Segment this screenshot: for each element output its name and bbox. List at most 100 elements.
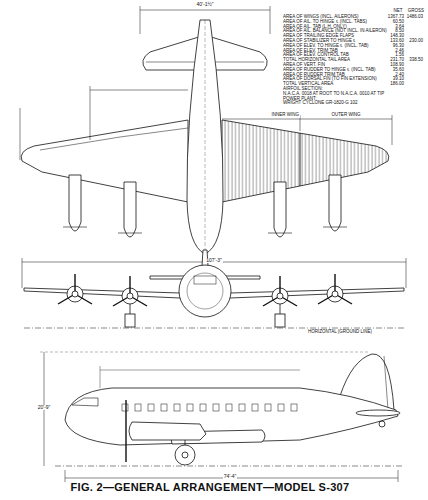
figure-caption: FIG. 2—GENERAL ARRANGEMENT—MODEL S-307: [71, 481, 350, 493]
side-view: [239, 404, 245, 411]
side-view: [125, 400, 126, 462]
side-view: [122, 404, 128, 411]
wing-label: INNER WING: [271, 113, 301, 118]
side-view: [100, 370, 300, 371]
front-view: [72, 291, 338, 299]
front-view: [125, 314, 135, 327]
top-view: [323, 227, 347, 228]
front-view: [130, 304, 131, 314]
side-view: [65, 388, 398, 445]
side-view: [252, 404, 258, 411]
area-value: 148.30: [389, 34, 405, 39]
front-view: [113, 276, 147, 306]
side-view: [100, 366, 101, 388]
side-view: [384, 356, 388, 410]
side-view: [65, 470, 66, 482]
table-header: NET: [393, 9, 404, 14]
side-view: [356, 410, 400, 416]
front-view: [332, 291, 338, 297]
dimension: 40'-1½": [196, 2, 215, 7]
side-view: [187, 404, 193, 411]
side-view: [72, 398, 98, 406]
front-view: [58, 274, 352, 306]
top-view: [90, 90, 188, 91]
front-view: [277, 293, 283, 299]
front-view: [67, 286, 343, 304]
side-view: [291, 404, 297, 411]
top-view: [69, 175, 81, 231]
side-view: [161, 404, 167, 411]
side-view: [174, 404, 180, 411]
top-view: [63, 227, 347, 233]
top-view: [140, 6, 141, 34]
top-view: [300, 133, 301, 186]
top-view: [222, 119, 392, 120]
top-view: [20, 6, 392, 254]
area-value: 338.50: [408, 58, 424, 63]
table-row-label: AREA OF TRAILING EDGE FLAPS: [282, 34, 355, 39]
side-view: [226, 404, 232, 411]
top-view: [118, 233, 142, 234]
dimension: 74'-4": [223, 474, 238, 479]
front-view: [24, 328, 404, 329]
area-value: 1486.03: [406, 15, 424, 20]
top-view: [140, 10, 270, 11]
ground-line-label: HORIZONTAL (GROUND LINE): [307, 330, 373, 335]
top-view: [270, 6, 271, 34]
top-view: [187, 20, 223, 254]
front-view: [72, 291, 78, 297]
front-view: [22, 250, 406, 328]
area-value: 186.00: [389, 82, 405, 87]
dimension: 20'-9": [37, 405, 52, 410]
area-value: 230.00: [408, 39, 424, 44]
front-view: [280, 304, 281, 314]
top-view: [63, 227, 87, 228]
front-view: [58, 274, 92, 304]
top-view: [20, 6, 392, 160]
side-view: [40, 352, 370, 353]
top-view: [205, 20, 206, 254]
side-view: [278, 404, 284, 411]
front-view: [179, 265, 231, 317]
side-view: [148, 404, 154, 411]
side-view: [175, 445, 195, 465]
top-view: [124, 182, 136, 237]
front-view: [22, 258, 23, 288]
top-view: [20, 108, 21, 160]
top-view: [274, 182, 286, 237]
front-view: [194, 276, 216, 284]
front-view: [406, 258, 407, 288]
table-row-label: TOTAL HORIZONTAL TAIL AREA: [282, 58, 351, 63]
top-view: [329, 175, 341, 231]
front-view: [263, 276, 297, 306]
area-value: 231.70: [389, 58, 405, 63]
side-view: [398, 470, 399, 482]
side-view: [182, 452, 188, 458]
side-view: [213, 404, 219, 411]
table-row-label: WRIGHT CYCLONE GR-1820-G 102: [282, 101, 358, 106]
top-view: [40, 137, 120, 150]
top-view: [90, 86, 91, 140]
top-view: [222, 120, 389, 202]
front-view: [127, 293, 133, 299]
top-view: [21, 120, 188, 202]
top-view: [69, 175, 341, 237]
side-view: [55, 466, 404, 467]
side-view: [200, 404, 206, 411]
side-view: [379, 421, 385, 427]
top-view: [120, 128, 188, 137]
top-view: [268, 233, 292, 234]
top-view: [392, 115, 393, 145]
side-view: [40, 352, 404, 482]
side-view: [122, 404, 297, 411]
dimension: 107'-3": [205, 258, 223, 263]
table-header: GROSS: [407, 9, 425, 14]
wing-label: OUTER WING: [330, 113, 361, 118]
side-view: [129, 422, 206, 440]
front-view: [275, 314, 285, 327]
table-row-label: TOTAL VERTICAL AREA: [282, 82, 334, 87]
front-view: [318, 274, 352, 304]
side-view: [135, 404, 141, 411]
front-view: [187, 273, 223, 309]
